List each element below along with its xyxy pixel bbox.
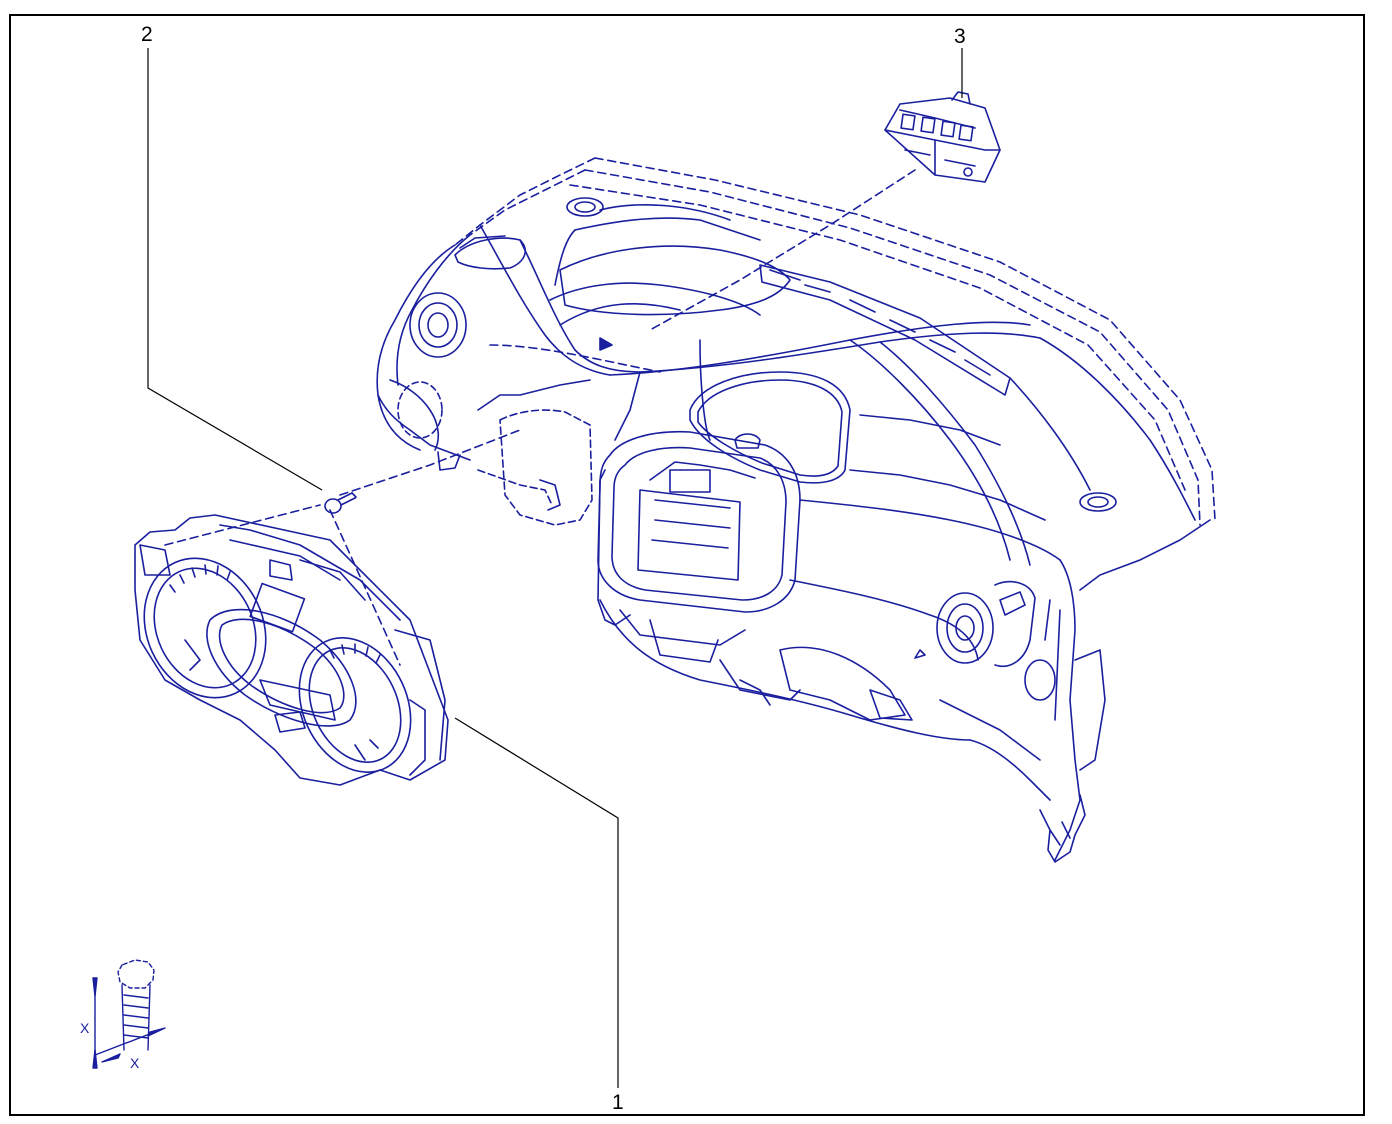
leader-lines bbox=[147, 48, 963, 1088]
leader-line-1 bbox=[454, 717, 619, 1088]
dimension-symbol bbox=[92, 959, 166, 1069]
part-3-switch-module bbox=[649, 91, 1001, 331]
dashboard-assembly bbox=[376, 157, 1216, 863]
callout-label-1: 1 bbox=[612, 1091, 624, 1114]
callout-label-2: 2 bbox=[141, 23, 153, 46]
dimension-label-horizontal: X bbox=[130, 1055, 140, 1071]
drawing-frame bbox=[9, 14, 1365, 1116]
callout-label-3: 3 bbox=[954, 25, 966, 48]
leader-line-2 bbox=[147, 48, 323, 491]
part-1-instrument-cluster bbox=[134, 429, 521, 786]
part-2-screw bbox=[324, 492, 357, 514]
dimension-label-vertical: X bbox=[80, 1020, 90, 1036]
